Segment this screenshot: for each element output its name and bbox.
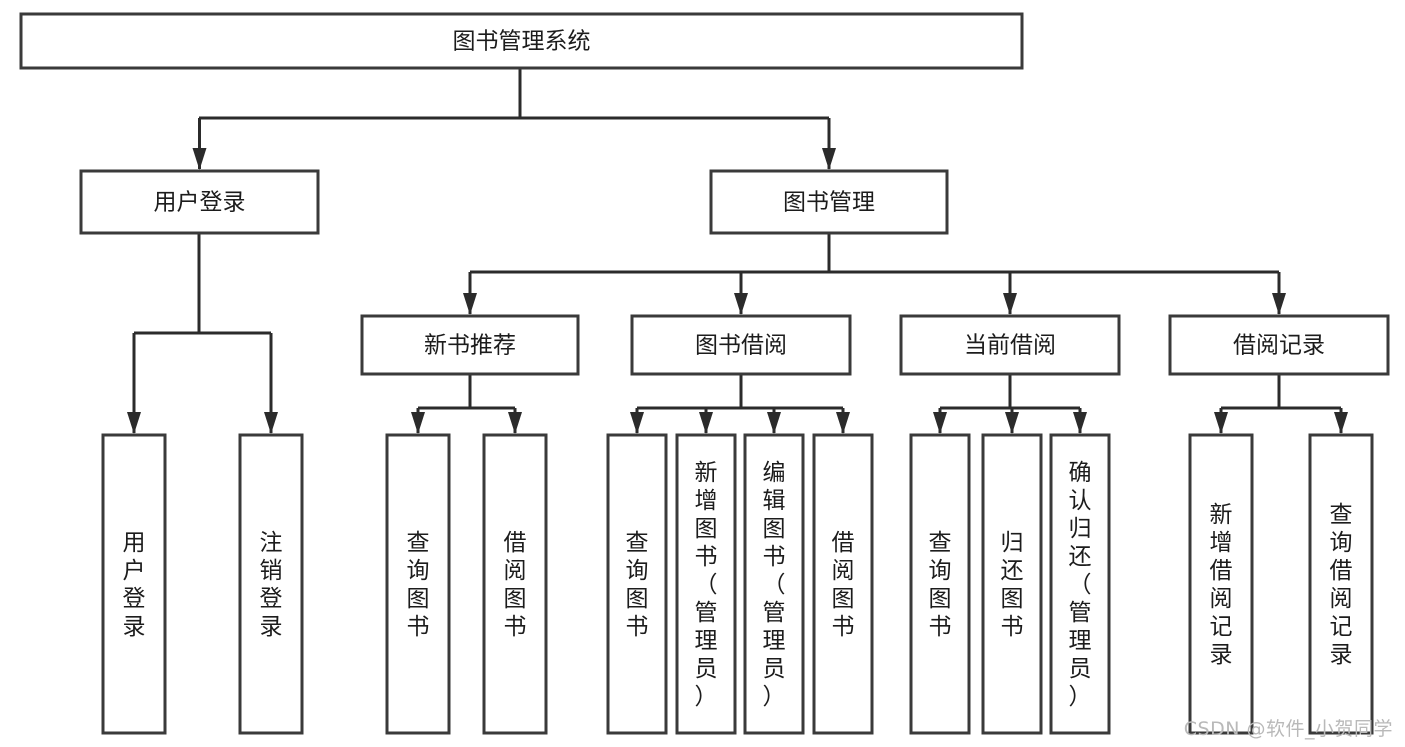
node-label-leaf-user-logout: 注销登录 <box>260 530 283 640</box>
edge-book-manage-to-current-borrow <box>1003 272 1017 315</box>
edge-new-book-recommend-to-leaf-borrow-book-rec <box>508 408 522 434</box>
node-box-new-book-recommend[interactable] <box>360 314 580 376</box>
edge-book-borrow-to-leaf-borrow-book-bor <box>836 408 850 434</box>
node-label-leaf-query-record: 查询借阅记录 <box>1330 502 1353 668</box>
node-label-leaf-query-book-cur: 查询图书 <box>929 530 952 640</box>
node-box-leaf-add-record[interactable] <box>1188 433 1254 735</box>
node-box-user-login[interactable] <box>79 169 320 235</box>
node-leaf-return-book[interactable]: 归还图书 <box>981 433 1043 735</box>
node-leaf-add-record[interactable]: 新增借阅记录 <box>1188 433 1254 735</box>
edge-root-to-user-login <box>192 118 207 170</box>
node-label-current-borrow: 当前借阅 <box>964 333 1056 359</box>
node-box-leaf-add-book[interactable] <box>675 433 737 735</box>
node-user-login[interactable]: 用户登录 <box>79 169 320 235</box>
connector-bar-current-borrow <box>940 374 1080 410</box>
node-label-book-manage: 图书管理 <box>783 190 875 216</box>
node-box-leaf-query-book-cur[interactable] <box>909 433 971 735</box>
node-label-leaf-edit-book: 编辑图书（管理员） <box>763 460 786 710</box>
node-box-leaf-return-book[interactable] <box>981 433 1043 735</box>
node-book-manage[interactable]: 图书管理 <box>709 169 949 235</box>
node-label-leaf-return-book: 归还图书 <box>1001 530 1024 640</box>
edge-borrow-record-to-leaf-query-record <box>1334 408 1348 434</box>
node-new-book-recommend[interactable]: 新书推荐 <box>360 314 580 376</box>
node-box-leaf-user-logout[interactable] <box>238 433 304 735</box>
edges-layer <box>127 68 1348 434</box>
node-box-leaf-confirm-return[interactable] <box>1049 433 1111 735</box>
csdn-watermark: CSDN @软件_小贺同学 <box>1183 718 1393 740</box>
node-label-user-login: 用户登录 <box>154 190 246 216</box>
node-label-leaf-borrow-book-bor: 借阅图书 <box>832 530 855 640</box>
node-leaf-user-login[interactable]: 用户登录 <box>101 433 167 735</box>
node-leaf-query-book-bor[interactable]: 查询图书 <box>606 433 668 735</box>
node-label-root: 图书管理系统 <box>453 29 591 55</box>
connector-bar-borrow-record <box>1221 374 1341 410</box>
node-leaf-query-book-rec[interactable]: 查询图书 <box>385 433 451 735</box>
node-leaf-user-logout[interactable]: 注销登录 <box>238 433 304 735</box>
node-label-leaf-user-login: 用户登录 <box>123 530 146 640</box>
nodes-layer: 图书管理系统用户登录图书管理新书推荐图书借阅当前借阅借阅记录用户登录注销登录查询… <box>19 12 1390 735</box>
node-leaf-borrow-book-bor[interactable]: 借阅图书 <box>812 433 874 735</box>
node-leaf-confirm-return[interactable]: 确认归还（管理员） <box>1049 433 1111 735</box>
node-box-leaf-query-book-bor[interactable] <box>606 433 668 735</box>
edge-user-login-to-leaf-user-logout <box>264 333 278 434</box>
node-leaf-add-book[interactable]: 新增图书（管理员） <box>675 433 737 735</box>
node-box-leaf-query-record[interactable] <box>1308 433 1374 735</box>
node-box-current-borrow[interactable] <box>899 314 1121 376</box>
node-box-leaf-edit-book[interactable] <box>743 433 805 735</box>
node-box-leaf-borrow-book-rec[interactable] <box>482 433 548 735</box>
edge-book-manage-to-book-borrow <box>734 272 748 315</box>
node-label-new-book-recommend: 新书推荐 <box>424 333 516 359</box>
edge-current-borrow-to-leaf-query-book-cur <box>933 408 947 434</box>
node-label-borrow-record: 借阅记录 <box>1233 333 1325 359</box>
node-label-leaf-confirm-return: 确认归还（管理员） <box>1069 460 1092 710</box>
node-leaf-borrow-book-rec[interactable]: 借阅图书 <box>482 433 548 735</box>
connector-bar-new-book <box>418 374 515 410</box>
edge-borrow-record-to-leaf-add-record <box>1214 408 1228 434</box>
node-leaf-query-record[interactable]: 查询借阅记录 <box>1308 433 1374 735</box>
edge-current-borrow-to-leaf-confirm-return <box>1073 408 1087 434</box>
node-label-leaf-add-record: 新增借阅记录 <box>1210 502 1233 668</box>
edge-user-login-to-leaf-user-login <box>127 333 141 434</box>
connector-bar-user-login <box>134 233 271 335</box>
node-leaf-query-book-cur[interactable]: 查询图书 <box>909 433 971 735</box>
node-box-leaf-query-book-rec[interactable] <box>385 433 451 735</box>
edge-book-borrow-to-leaf-edit-book <box>767 408 781 434</box>
node-box-leaf-borrow-book-bor[interactable] <box>812 433 874 735</box>
edge-current-borrow-to-leaf-return-book <box>1005 408 1019 434</box>
connector-bar-book-manage <box>470 233 1279 274</box>
connector-bar-book-borrow <box>637 374 843 410</box>
node-book-borrow[interactable]: 图书借阅 <box>630 314 852 376</box>
edge-book-manage-to-new-book-recommend <box>463 272 477 315</box>
edge-root-to-book-manage <box>822 118 836 170</box>
node-box-borrow-record[interactable] <box>1168 314 1390 376</box>
node-label-leaf-add-book: 新增图书（管理员） <box>695 460 718 710</box>
node-label-leaf-query-book-rec: 查询图书 <box>407 530 430 640</box>
edge-book-manage-to-borrow-record <box>1272 272 1286 315</box>
node-box-root[interactable] <box>19 12 1024 70</box>
node-leaf-edit-book[interactable]: 编辑图书（管理员） <box>743 433 805 735</box>
edge-book-borrow-to-leaf-query-book-bor <box>630 408 644 434</box>
node-box-book-manage[interactable] <box>709 169 949 235</box>
edge-new-book-recommend-to-leaf-query-book-rec <box>411 408 425 434</box>
node-root[interactable]: 图书管理系统 <box>19 12 1024 70</box>
node-borrow-record[interactable]: 借阅记录 <box>1168 314 1390 376</box>
edge-book-borrow-to-leaf-add-book <box>699 408 713 434</box>
node-label-leaf-query-book-bor: 查询图书 <box>626 530 649 640</box>
node-label-leaf-borrow-book-rec: 借阅图书 <box>504 530 527 640</box>
node-box-leaf-user-login[interactable] <box>101 433 167 735</box>
node-box-book-borrow[interactable] <box>630 314 852 376</box>
connector-bar-root <box>199 68 829 120</box>
node-current-borrow[interactable]: 当前借阅 <box>899 314 1121 376</box>
node-label-book-borrow: 图书借阅 <box>695 333 787 359</box>
